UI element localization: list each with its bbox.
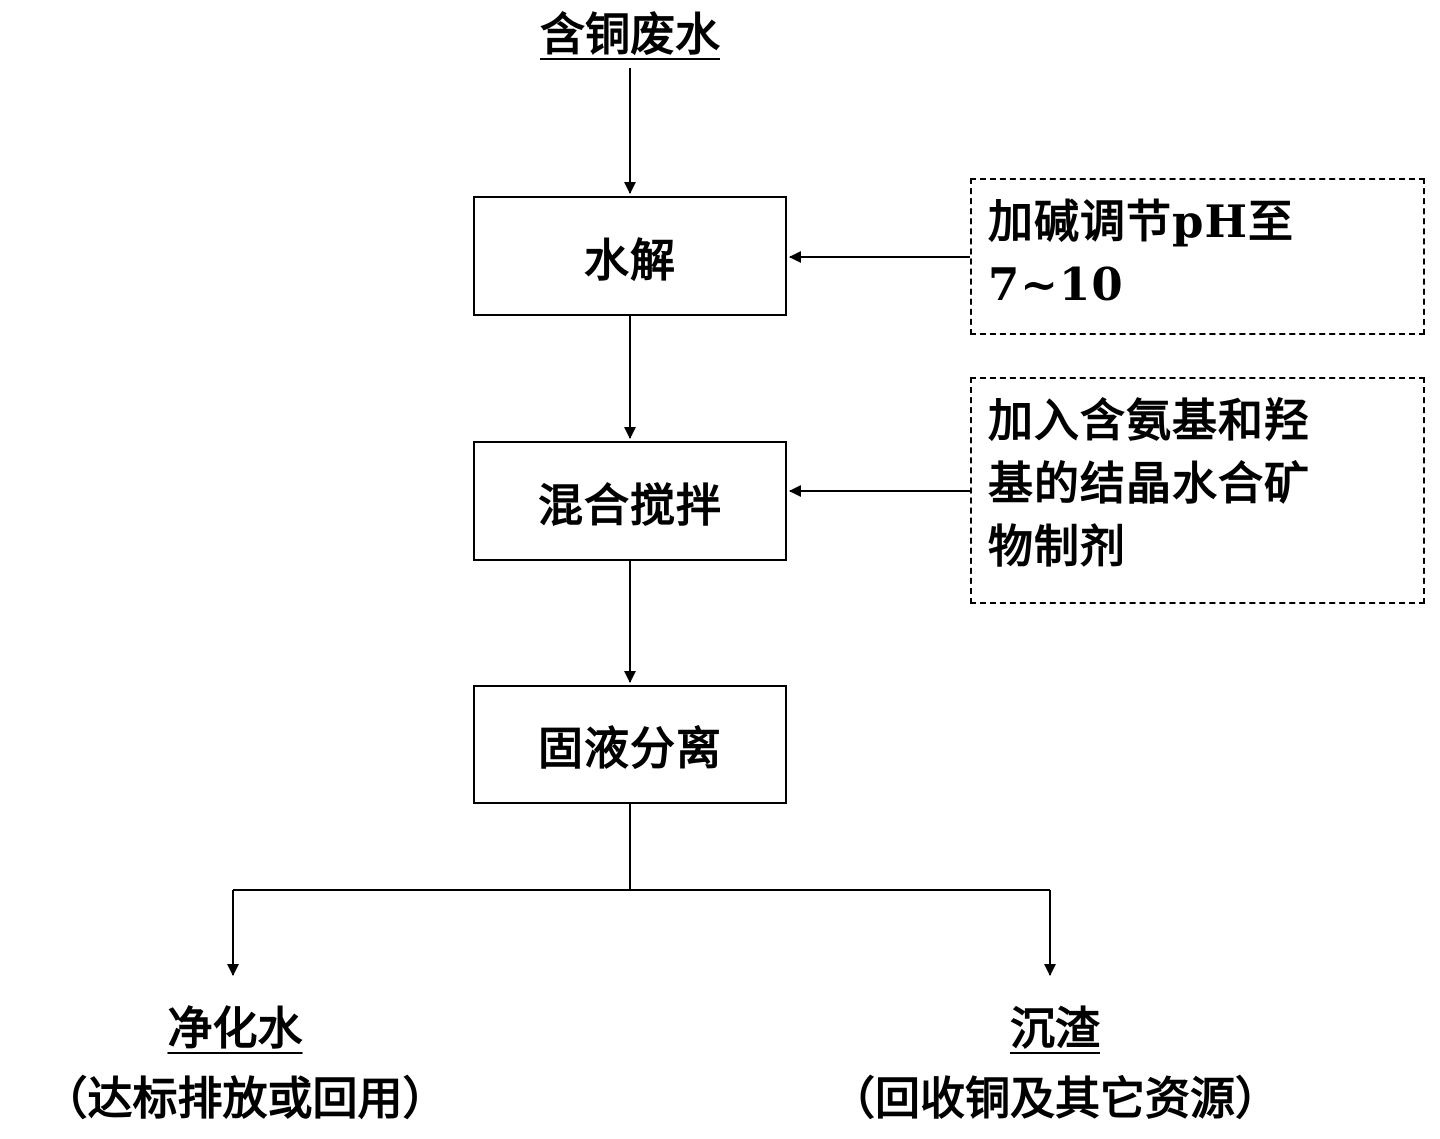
output-sediment-label: 沉渣: [1009, 1002, 1100, 1055]
output-clean-water-label: 净化水: [167, 1002, 303, 1055]
note-add-mineral-agent-line-3: 物制剂: [988, 520, 1127, 573]
step-mixing-label: 混合搅拌: [537, 478, 722, 532]
step-hydrolysis-label: 水解: [583, 233, 676, 287]
step-mixing: 混合搅拌: [473, 441, 787, 561]
step-hydrolysis: 水解: [473, 196, 787, 316]
note-add-mineral-agent: 加入含氨基和羟 基的结晶水合矿 物制剂: [970, 377, 1425, 604]
note-add-alkali-line-1: 加碱调节pH至: [988, 195, 1294, 248]
step-separation: 固液分离: [473, 685, 787, 804]
note-add-alkali: 加碱调节pH至 7~10: [970, 178, 1425, 335]
output-sediment-note: （回收铜及其它资源）: [829, 1072, 1280, 1125]
step-separation-label: 固液分离: [537, 722, 722, 775]
note-add-alkali-line-2: 7~10: [988, 258, 1124, 311]
note-add-mineral-agent-line-2: 基的结晶水合矿: [988, 457, 1311, 510]
output-clean-water-note: （达标排放或回用）: [42, 1072, 448, 1125]
note-add-mineral-agent-line-1: 加入含氨基和羟: [988, 394, 1311, 447]
source-label: 含铜废水: [539, 8, 720, 61]
